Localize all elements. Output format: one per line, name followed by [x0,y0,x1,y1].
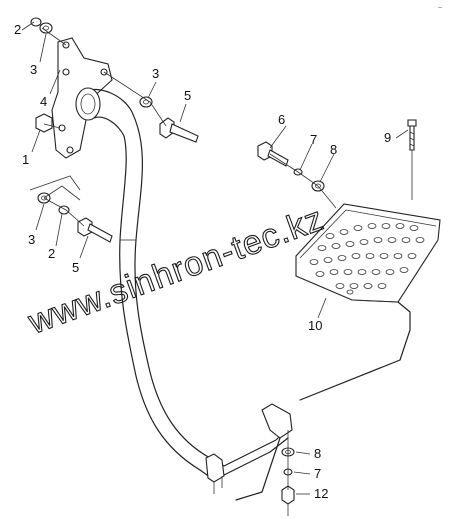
callout-1: 1 [22,152,29,167]
callout-6: 6 [278,112,285,127]
washer-3b [139,96,153,108]
step-pad-tread-holes [309,223,425,289]
callout-3b: 3 [152,66,159,81]
fasteners [30,17,417,505]
callout-2b: 2 [48,246,55,261]
bolt-5b [77,217,113,243]
assembly-lines [29,27,413,516]
callout-2a: 2 [14,22,21,37]
callout-9: 9 [384,130,391,145]
callout-8b: 8 [314,446,321,461]
callout-leaders [21,21,409,495]
callout-7b: 7 [314,466,321,481]
bolt-9 [407,119,417,151]
callout-3a: 3 [30,62,37,77]
callout-4: 4 [40,94,47,109]
callout-5a: 5 [184,88,191,103]
lower-bracket [205,403,293,501]
callout-labels: 2 3 4 3 5 1 3 2 5 6 7 8 9 10 8 7 12 [14,22,391,501]
callout-12: 12 [314,486,328,501]
callout-10: 10 [308,318,322,333]
washer-3a [39,22,53,34]
callout-3c: 3 [28,232,35,247]
watermark-text: www.sinhron-tec.kz [23,199,329,341]
bolt-5a [159,117,199,143]
corner-mark: ~ [438,5,442,12]
nut-1 [35,113,53,133]
callout-7a: 7 [310,132,317,147]
washer-2a [30,17,42,27]
step-pad [295,203,441,401]
callout-8a: 8 [330,142,337,157]
callout-5b: 5 [72,260,79,275]
